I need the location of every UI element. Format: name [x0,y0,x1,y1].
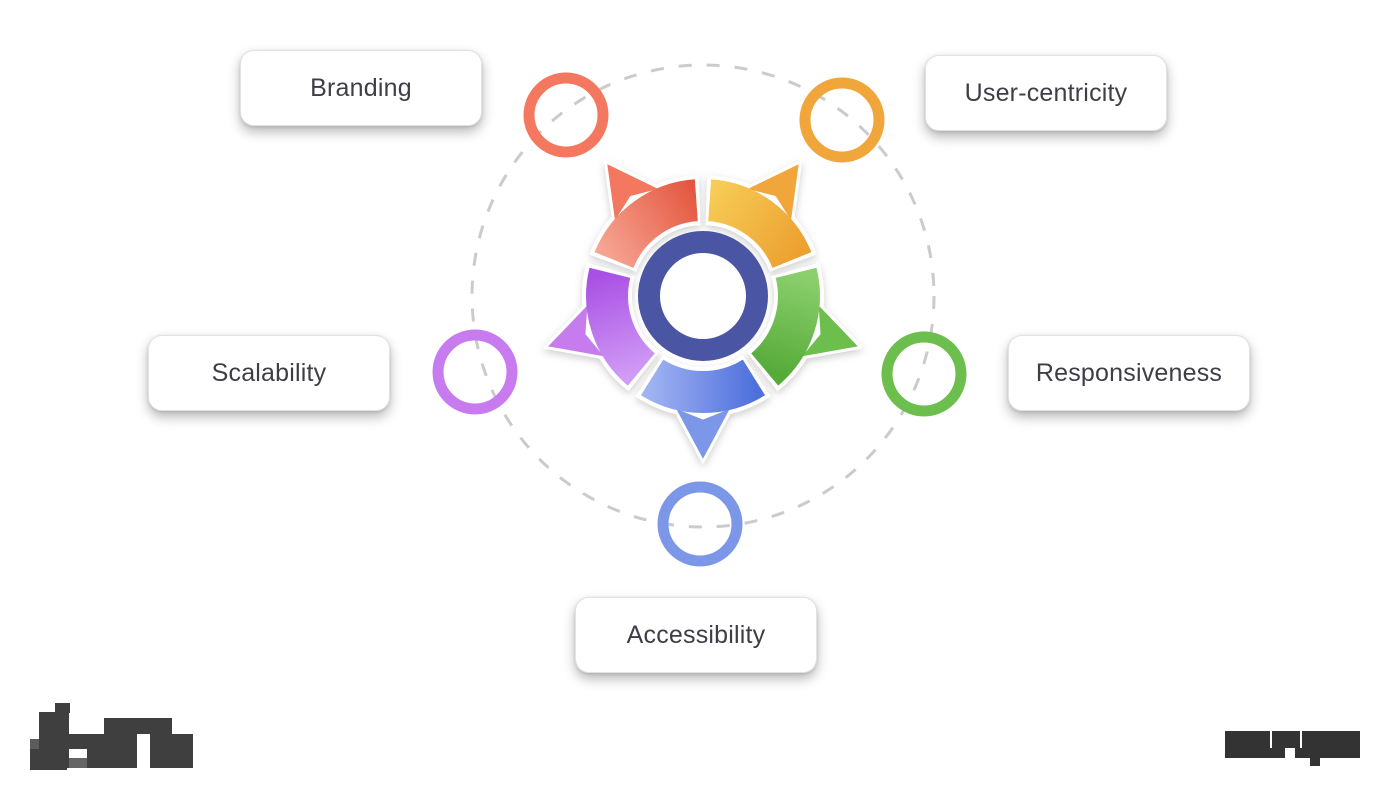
arrow-branding [603,160,665,227]
pixelated-watermark-icon [1225,731,1360,766]
node-ring-user-centricity [799,77,885,163]
label-branding: Branding [240,50,482,126]
label-user-centricity-text: User-centricity [964,78,1128,107]
segment-responsiveness [750,267,820,386]
label-user-centricity: User-centricity [925,55,1167,131]
label-scalability: Scalability [148,335,390,411]
pixelated-logo-icon [30,703,193,770]
label-responsiveness: Responsiveness [1008,335,1250,411]
node-ring-accessibility [657,481,743,567]
arrow-user-centricity [741,160,803,227]
segment-branding [594,179,699,269]
cycle-arrow-segments [543,160,863,464]
label-branding-text: Branding [310,73,412,102]
label-accessibility-text: Accessibility [626,620,766,649]
label-scalability-text: Scalability [211,358,327,387]
node-ring-responsiveness [881,331,967,417]
node-ring-scalability [432,329,518,415]
arrow-scalability [543,299,610,361]
arrow-accessibility [671,404,735,464]
segment-scalability [586,267,656,386]
arrow-responsiveness [796,299,863,361]
segment-user-centricity [707,179,812,269]
node-ring-branding [523,72,609,158]
label-accessibility: Accessibility [575,597,817,673]
segment-accessibility [640,359,766,413]
orbit-dashed-circle [470,63,936,529]
label-responsiveness-text: Responsiveness [1035,358,1223,387]
hub-ring [638,231,768,361]
